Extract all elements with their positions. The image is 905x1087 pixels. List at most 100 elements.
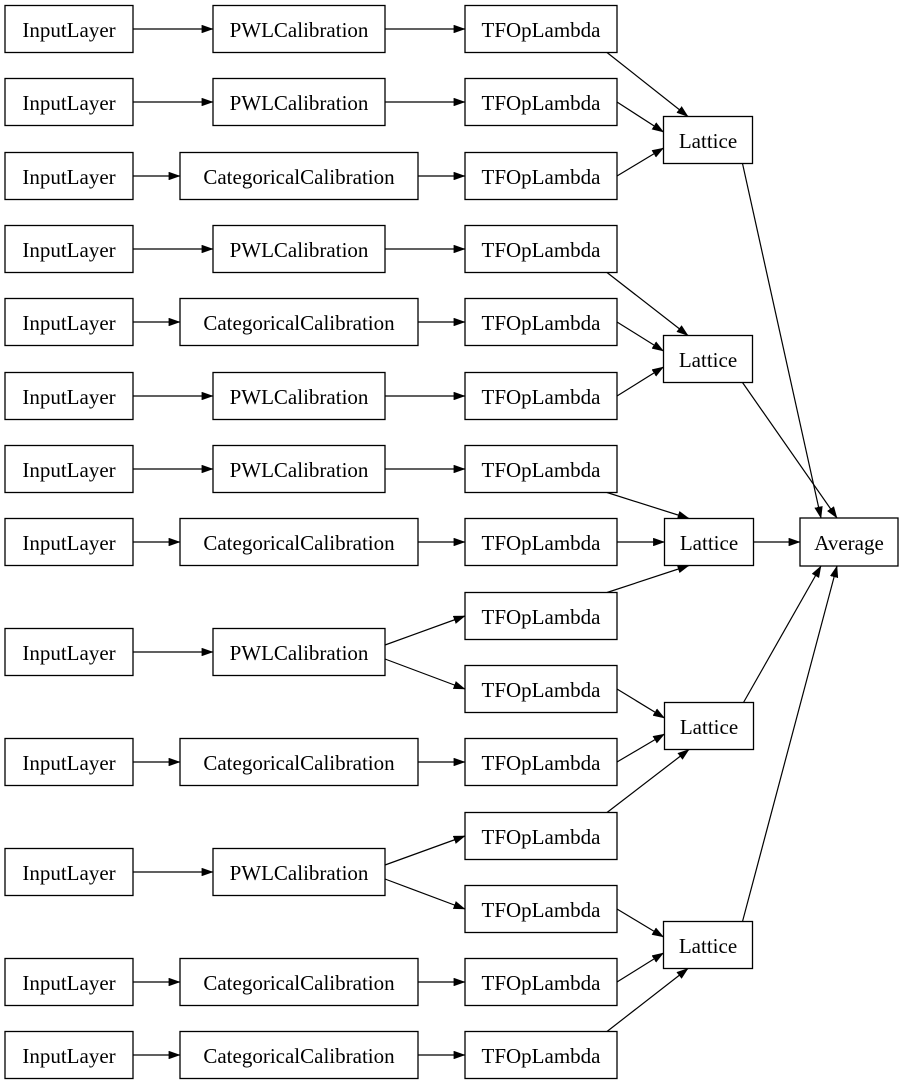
c12-label: CategoricalCalibration	[203, 971, 395, 995]
node-lat3-lattice: Lattice	[663, 517, 755, 567]
avg-label: Average	[814, 531, 884, 555]
edge-layer	[133, 24, 839, 1060]
c1-box	[212, 4, 386, 54]
in1-label: InputLayer	[22, 18, 115, 42]
node-c1-pwlcalibration: PWLCalibration	[212, 4, 386, 54]
c10-label: CategoricalCalibration	[203, 751, 395, 775]
node-in10-inputlayer: InputLayer	[4, 737, 134, 787]
in2-box	[4, 77, 134, 127]
t9-label: TFOpLambda	[482, 605, 602, 629]
t11-label: TFOpLambda	[482, 751, 602, 775]
edge-t6-to-lat2	[616, 366, 665, 397]
t15-box	[464, 1030, 618, 1080]
node-c4-pwlcalibration: PWLCalibration	[212, 224, 386, 274]
node-t7-tfoplambda: TFOpLambda	[464, 444, 618, 494]
c2-label: PWLCalibration	[230, 91, 369, 115]
node-c9-pwlcalibration: PWLCalibration	[212, 627, 386, 677]
node-in1-inputlayer: InputLayer	[4, 4, 134, 54]
node-in5-inputlayer: InputLayer	[4, 297, 134, 347]
c10-box	[179, 737, 419, 787]
node-t12-tfoplambda: TFOpLambda	[464, 811, 618, 861]
in12-label: InputLayer	[22, 971, 115, 995]
c6-label: PWLCalibration	[230, 385, 369, 409]
node-in9-inputlayer: InputLayer	[4, 627, 134, 677]
t8-label: TFOpLambda	[482, 531, 602, 555]
c11-label: PWLCalibration	[230, 861, 369, 885]
lat4-label: Lattice	[680, 715, 738, 739]
in6-label: InputLayer	[22, 385, 115, 409]
lat2-label: Lattice	[679, 348, 737, 372]
edge-t14-to-lat5	[616, 952, 665, 983]
t9-box	[464, 591, 618, 641]
t14-label: TFOpLambda	[482, 971, 602, 995]
edge-c11-to-t13	[384, 878, 466, 910]
node-t5-tfoplambda: TFOpLambda	[464, 297, 618, 347]
in11-box	[4, 847, 134, 897]
c9-box	[212, 627, 386, 677]
node-avg-average: Average	[799, 517, 899, 567]
t4-box	[464, 224, 618, 274]
c11-box	[212, 847, 386, 897]
node-t2-tfoplambda: TFOpLambda	[464, 77, 618, 127]
node-in11-inputlayer: InputLayer	[4, 847, 134, 897]
c3-box	[179, 151, 419, 201]
node-in6-inputlayer: InputLayer	[4, 371, 134, 421]
c13-box	[179, 1030, 419, 1080]
node-layer: InputLayerInputLayerInputLayerInputLayer…	[4, 4, 899, 1080]
t3-label: TFOpLambda	[482, 165, 602, 189]
c5-box	[179, 297, 419, 347]
in5-box	[4, 297, 134, 347]
t12-label: TFOpLambda	[482, 825, 602, 849]
t13-label: TFOpLambda	[482, 898, 602, 922]
t10-label: TFOpLambda	[482, 678, 602, 702]
edge-t15-to-lat5	[606, 968, 689, 1032]
edge-t3-to-lat1	[616, 147, 665, 177]
node-t14-tfoplambda: TFOpLambda	[464, 957, 618, 1007]
c1-label: PWLCalibration	[230, 18, 369, 42]
in10-label: InputLayer	[22, 751, 115, 775]
t1-box	[464, 4, 618, 54]
in2-label: InputLayer	[22, 91, 115, 115]
node-c2-pwlcalibration: PWLCalibration	[212, 77, 386, 127]
edge-lat5-to-avg	[741, 565, 839, 922]
node-c6-pwlcalibration: PWLCalibration	[212, 371, 386, 421]
edge-c9-to-t10	[384, 658, 466, 690]
node-lat2-lattice: Lattice	[662, 334, 754, 384]
lat5-box	[662, 920, 754, 970]
in4-label: InputLayer	[22, 238, 115, 262]
in8-box	[4, 517, 134, 567]
c7-box	[212, 444, 386, 494]
edge-t5-to-lat2	[616, 321, 665, 352]
node-t10-tfoplambda: TFOpLambda	[464, 664, 618, 714]
t7-box	[464, 444, 618, 494]
edge-t12-to-lat4	[606, 749, 690, 813]
in9-label: InputLayer	[22, 641, 115, 665]
t7-label: TFOpLambda	[482, 458, 602, 482]
edge-t11-to-lat4	[616, 733, 666, 763]
c7-label: PWLCalibration	[230, 458, 369, 482]
c13-label: CategoricalCalibration	[203, 1044, 395, 1068]
t8-box	[464, 517, 618, 567]
edge-t2-to-lat1	[616, 101, 665, 133]
in8-label: InputLayer	[22, 531, 115, 555]
node-t9-tfoplambda: TFOpLambda	[464, 591, 618, 641]
node-t3-tfoplambda: TFOpLambda	[464, 151, 618, 201]
c9-label: PWLCalibration	[230, 641, 369, 665]
t4-label: TFOpLambda	[482, 238, 602, 262]
t2-label: TFOpLambda	[482, 91, 602, 115]
in13-box	[4, 1030, 134, 1080]
node-t4-tfoplambda: TFOpLambda	[464, 224, 618, 274]
in7-box	[4, 444, 134, 494]
lat2-box	[662, 334, 754, 384]
t14-box	[464, 957, 618, 1007]
t11-box	[464, 737, 618, 787]
edge-t9-to-lat3	[606, 564, 690, 594]
in3-label: InputLayer	[22, 165, 115, 189]
node-in13-inputlayer: InputLayer	[4, 1030, 134, 1080]
in3-box	[4, 151, 134, 201]
in1-box	[4, 4, 134, 54]
in9-box	[4, 627, 134, 677]
node-c3-categoricalcalibration: CategoricalCalibration	[179, 151, 419, 201]
in6-box	[4, 371, 134, 421]
